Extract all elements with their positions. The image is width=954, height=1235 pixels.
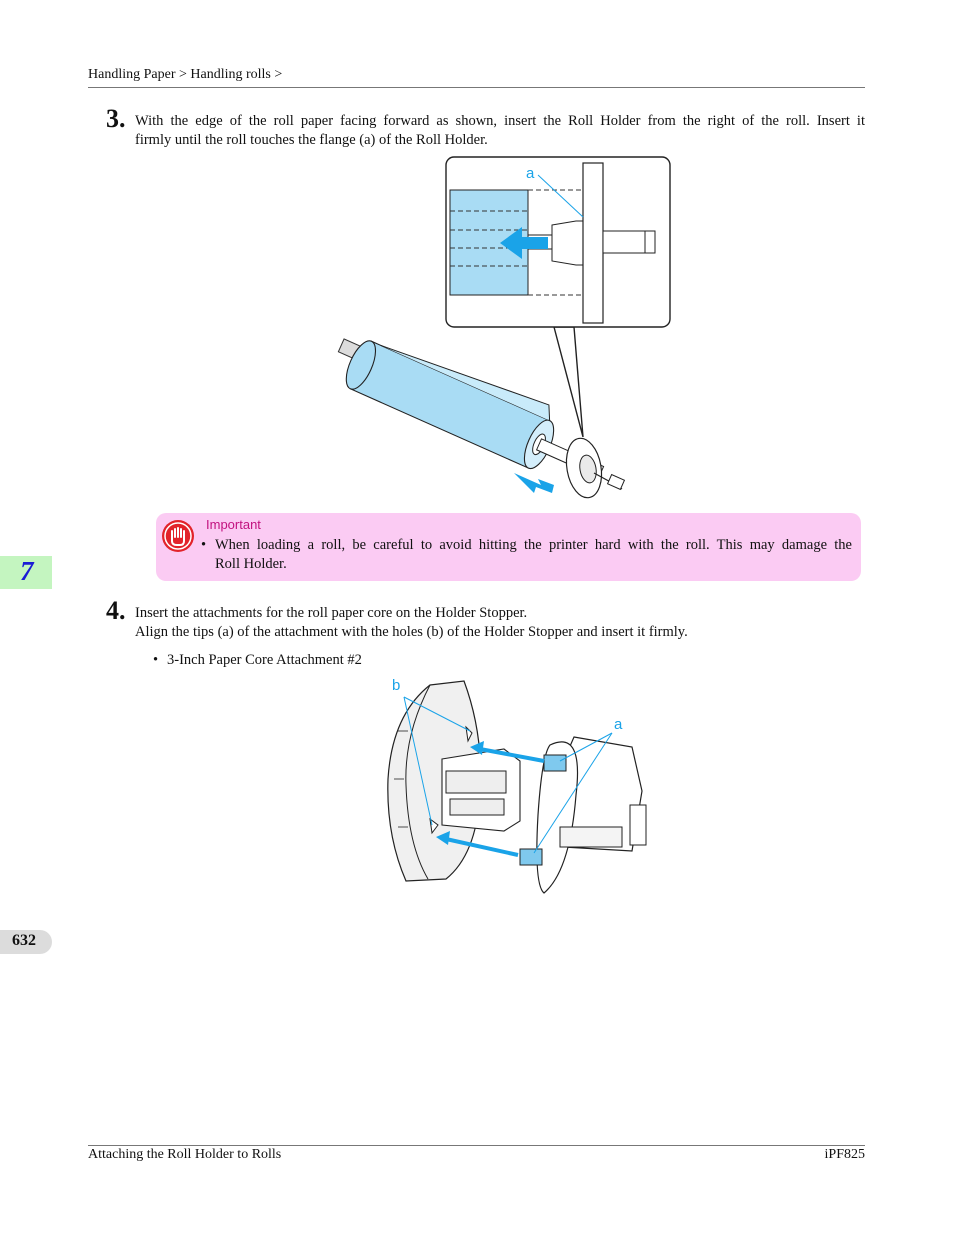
- callout-label-a: a: [526, 165, 535, 182]
- important-bullet: •: [201, 537, 207, 553]
- important-title: Important: [206, 517, 261, 532]
- lower-insert-arrow: [445, 837, 519, 857]
- bullet-marker: •: [153, 652, 159, 668]
- roll-holder-flange: [565, 437, 626, 499]
- tip-a-lower: [519, 848, 543, 866]
- hole-b-lower: [429, 817, 439, 835]
- callout-shaft-end: [602, 230, 656, 254]
- important-text-line2: Roll Holder.: [215, 556, 287, 572]
- chapter-tab: [0, 556, 52, 589]
- attachment-illustration: b a: [387, 677, 647, 894]
- step-3-number: 3.: [106, 104, 126, 133]
- header-rule: [88, 87, 865, 88]
- footer-rule: [88, 1145, 865, 1146]
- step-4-text-line1: Insert the attachments for the roll pape…: [135, 605, 528, 621]
- important-notice: [156, 513, 861, 581]
- breadcrumb: Handling Paper > Handling rolls >: [88, 67, 283, 82]
- upper-insert-arrow: [479, 747, 545, 763]
- callout-leader-a: [537, 174, 584, 218]
- tip-a-upper: [543, 754, 567, 772]
- callout-pointer: [553, 326, 584, 438]
- callout-flange: [582, 162, 604, 324]
- footer-section-title: Attaching the Roll Holder to Rolls: [88, 1147, 282, 1162]
- page-number-tab: [0, 930, 52, 954]
- footer-model-name: iPF825: [824, 1147, 865, 1162]
- step-3-text-line1: With the edge of the roll paper facing f…: [135, 113, 865, 129]
- main-insert-arrow: [514, 473, 554, 493]
- roll-holder-insertion-illustration: a: [337, 156, 671, 499]
- step-3-text-line2: firmly until the roll touches the flange…: [135, 132, 488, 148]
- callout-hub: [551, 220, 585, 266]
- label-a: a: [614, 716, 623, 733]
- page-number: 632: [12, 932, 36, 949]
- stop-hand-icon: [162, 520, 194, 552]
- step-4-text-line2: Align the tips (a) of the attachment wit…: [135, 624, 688, 640]
- label-b: b: [392, 677, 400, 694]
- callout-insert-arrow: [500, 227, 548, 259]
- step-4-number: 4.: [106, 596, 126, 625]
- chapter-number: 7: [20, 556, 34, 586]
- important-text-line1: When loading a roll, be careful to avoid…: [215, 537, 852, 553]
- bullet-item-text: 3-Inch Paper Core Attachment #2: [167, 652, 362, 668]
